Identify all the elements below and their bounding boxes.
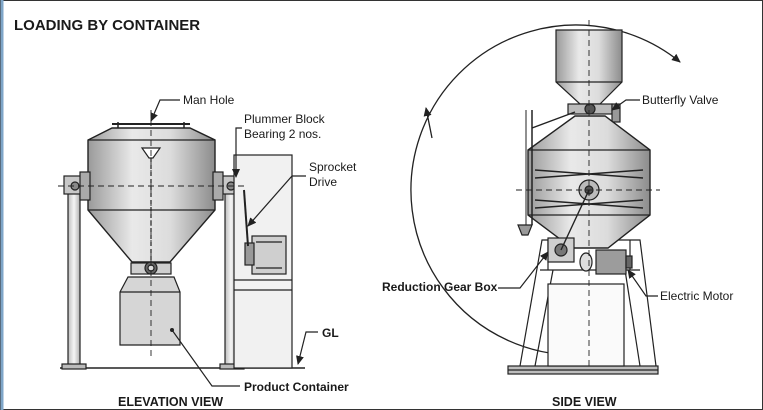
label-butterfly-valve: Butterfly Valve (642, 93, 719, 107)
label-gl: GL (322, 326, 339, 340)
elevation-view (58, 99, 318, 387)
side-view (410, 20, 681, 375)
page-title: LOADING BY CONTAINER (14, 17, 200, 34)
label-electric-motor: Electric Motor (660, 289, 733, 303)
drive-chain (243, 189, 249, 247)
label-drive: Drive (309, 175, 337, 189)
label-product-container: Product Container (244, 380, 349, 394)
elevation-view-label: ELEVATION VIEW (118, 395, 223, 409)
product-container (119, 276, 181, 346)
label-man-hole: Man Hole (183, 93, 235, 107)
electric-motor (595, 249, 627, 275)
label-sprocket: Sprocket (309, 160, 357, 174)
left-support-post (67, 179, 81, 369)
label-plummer-block: Plummer Block (244, 112, 326, 126)
label-plummer-bearing: Bearing 2 nos. (244, 127, 321, 141)
side-view-label: SIDE VIEW (552, 395, 617, 409)
rotation-arc (410, 24, 681, 356)
pedestal-block (547, 283, 625, 367)
label-reduction-gear-box: Reduction Gear Box (382, 280, 498, 294)
